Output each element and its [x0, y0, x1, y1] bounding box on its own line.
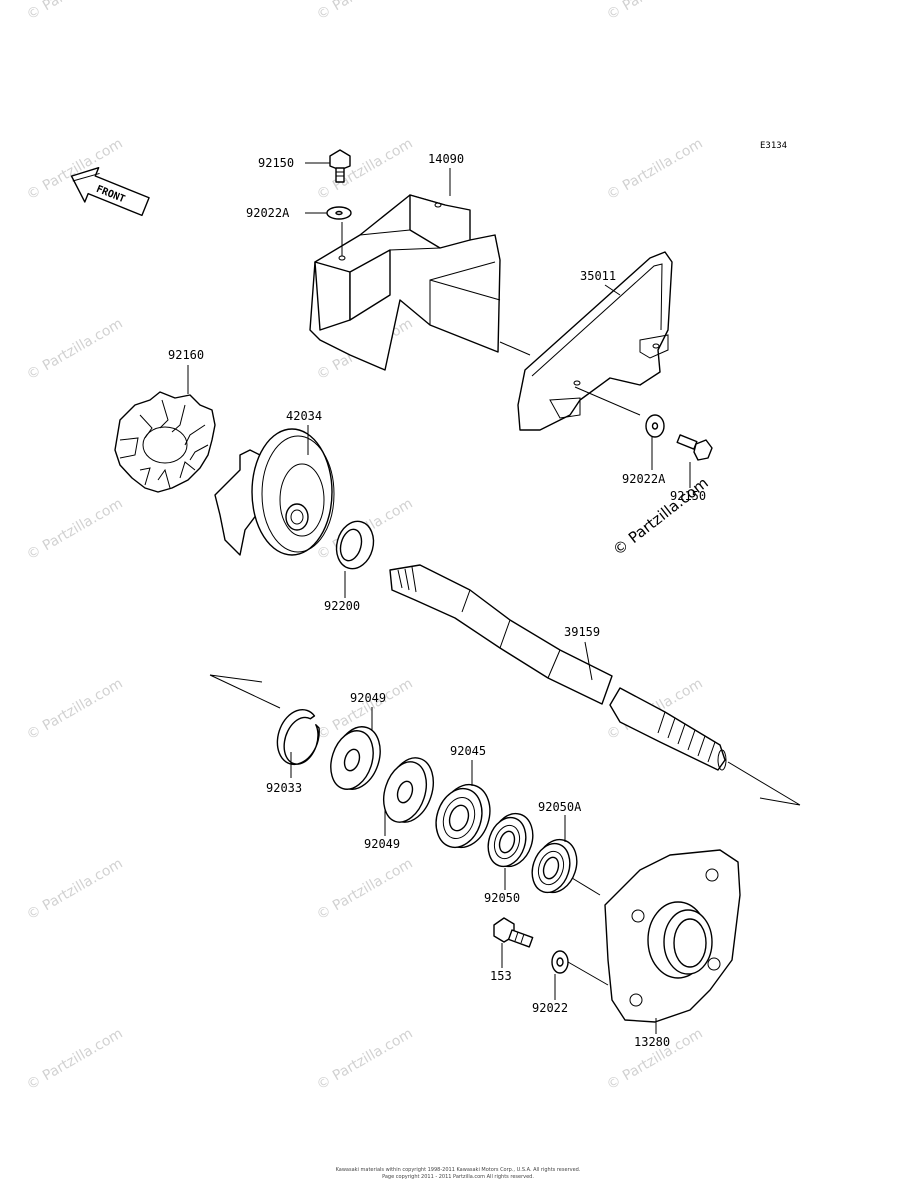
watermark: © Partzilla.com — [24, 1026, 126, 1094]
damper-92160 — [114, 365, 216, 493]
washer-92022a-top — [305, 206, 352, 220]
bolt-92150-top — [305, 149, 351, 183]
impeller-42034 — [214, 425, 335, 556]
callout-bolt-92150-bracket: 92150 — [670, 489, 706, 503]
watermark: © Partzilla.com — [24, 0, 126, 23]
callout-damper-92160: 92160 — [168, 348, 204, 362]
bearing-92045 — [435, 760, 491, 849]
watermark-prominent: © Partzilla.com — [609, 474, 711, 559]
bracket-35011 — [517, 251, 673, 431]
callout-shaft-39159: 39159 — [564, 625, 600, 639]
washer-92022a-bracket — [645, 414, 665, 470]
callout-impeller-42034: 42034 — [286, 409, 322, 423]
watermark: © Partzilla.com — [604, 136, 706, 204]
cover-14090 — [309, 168, 531, 371]
seal-92050a — [531, 815, 601, 896]
watermark: © Partzilla.com — [314, 136, 416, 204]
ring-92049-2 — [383, 757, 434, 836]
footer-copyright: Kawasaki materials within copyright 1998… — [336, 1167, 581, 1173]
front-arrow-icon: FRONT — [70, 166, 150, 217]
callout-washer-92022a-top: 92022A — [246, 206, 290, 220]
diagram-code: E3134 — [760, 141, 787, 151]
watermark: © Partzilla.com — [314, 856, 416, 924]
callout-cover-14090: 14090 — [428, 152, 464, 166]
circlip-92033 — [276, 709, 320, 778]
callout-housing-13280: 13280 — [634, 1035, 670, 1049]
watermark: © Partzilla.com — [314, 1026, 416, 1094]
callout-circlip-92033: 92033 — [266, 781, 302, 795]
callout-labels: 92150 92022A 14090 35011 92160 42034 920… — [168, 152, 706, 1049]
ring-92049-1 — [330, 707, 381, 790]
bolt-92150-bracket — [676, 434, 713, 488]
callout-seal-92050a: 92050A — [538, 800, 582, 814]
callout-ring-92049-2: 92049 — [364, 837, 400, 851]
watermark: © Partzilla.com — [604, 0, 706, 23]
footer: Kawasaki materials within copyright 1998… — [336, 1167, 581, 1180]
bearing-92050 — [487, 812, 534, 890]
housing-13280 — [604, 849, 741, 1034]
footer-page-copyright: Page copyright 2011 - 2011 Partzilla.com… — [382, 1174, 534, 1180]
fitting-153 — [493, 917, 534, 968]
washer-92022 — [551, 950, 609, 1000]
watermark: © Partzilla.com — [24, 496, 126, 564]
callout-fitting-153: 153 — [490, 969, 512, 983]
shaft-39159 — [209, 564, 801, 806]
callout-bracket-35011: 35011 — [580, 269, 616, 283]
watermark: © Partzilla.com — [314, 0, 416, 23]
callout-ring-92049-1: 92049 — [350, 691, 386, 705]
callout-bearing-92050: 92050 — [484, 891, 520, 905]
watermark: © Partzilla.com — [24, 856, 126, 924]
callout-bolt-92150-top: 92150 — [258, 156, 294, 170]
spacer-92200 — [335, 520, 375, 598]
watermark: © Partzilla.com — [24, 676, 126, 744]
callout-spacer-92200: 92200 — [324, 599, 360, 613]
watermark: © Partzilla.com — [24, 316, 126, 384]
callout-washer-92022: 92022 — [532, 1001, 568, 1015]
callout-washer-92022a-bracket: 92022A — [622, 472, 666, 486]
callout-bearing-92045: 92045 — [450, 744, 486, 758]
